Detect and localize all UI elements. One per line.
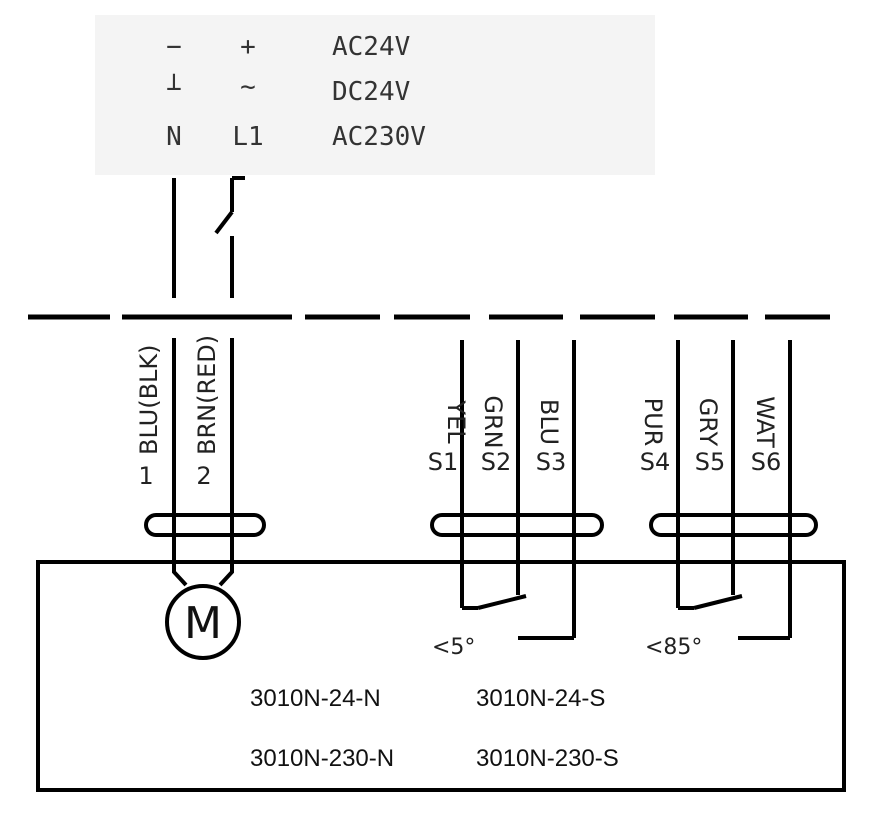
supply-switch-blade xyxy=(214,210,234,235)
supply-neg-ac24: − xyxy=(166,32,182,62)
motor-symbol xyxy=(165,584,241,660)
supply-voltage-dc24: DC24V xyxy=(332,77,410,107)
supply-pos-dc24: ~ xyxy=(240,72,256,102)
supply-voltage-ac24: AC24V xyxy=(332,32,410,62)
switch-1-blade xyxy=(477,594,527,610)
model-24-s: 3010N-24-S xyxy=(476,685,605,712)
wire-label-blu-blk: BLU(BLK) xyxy=(135,344,163,455)
terminal-s4: S4 xyxy=(640,448,671,476)
wire-label-grn: GRN xyxy=(479,395,507,448)
supply-panel xyxy=(95,15,655,175)
motor-lead-2 xyxy=(218,490,234,587)
switch-2-angle: <85° xyxy=(645,635,702,660)
wire-label-wat: WAT xyxy=(751,396,779,448)
supply-voltage-ac230: AC230V xyxy=(332,122,426,152)
wire-label-blu: BLU xyxy=(535,399,563,445)
terminal-s2: S2 xyxy=(481,448,512,476)
supply-neg-dc24: ⊥ xyxy=(166,67,182,97)
wire-label-brn-red: BRN(RED) xyxy=(193,335,221,455)
model-24-n: 3010N-24-N xyxy=(250,685,381,712)
terminal-2: 2 xyxy=(196,462,211,490)
cable-grommet-switch-1 xyxy=(430,513,604,537)
switch-1-angle: <5° xyxy=(432,635,475,660)
supply-neg-ac230: N xyxy=(166,122,182,152)
motor-letter: M xyxy=(184,598,222,649)
wire-label-pur: PUR xyxy=(639,398,667,447)
motor-lead-1 xyxy=(172,490,188,587)
model-230-n: 3010N-230-N xyxy=(250,745,394,772)
wire-label-gry: GRY xyxy=(694,398,722,447)
terminal-s1: S1 xyxy=(428,448,459,476)
model-230-s: 3010N-230-S xyxy=(476,745,619,772)
cable-grommet-motor xyxy=(144,513,266,537)
actuator-housing xyxy=(36,560,846,792)
supply-pos-ac24: + xyxy=(240,32,256,62)
terminal-1: 1 xyxy=(138,462,153,490)
switch-2-blade xyxy=(693,594,743,610)
terminal-s5: S5 xyxy=(695,448,726,476)
cable-grommet-switch-2 xyxy=(649,513,818,537)
terminal-s6: S6 xyxy=(751,448,782,476)
terminal-s3: S3 xyxy=(536,448,567,476)
wire-label-yel: YEL xyxy=(442,399,470,444)
supply-pos-ac230: L1 xyxy=(232,122,263,152)
